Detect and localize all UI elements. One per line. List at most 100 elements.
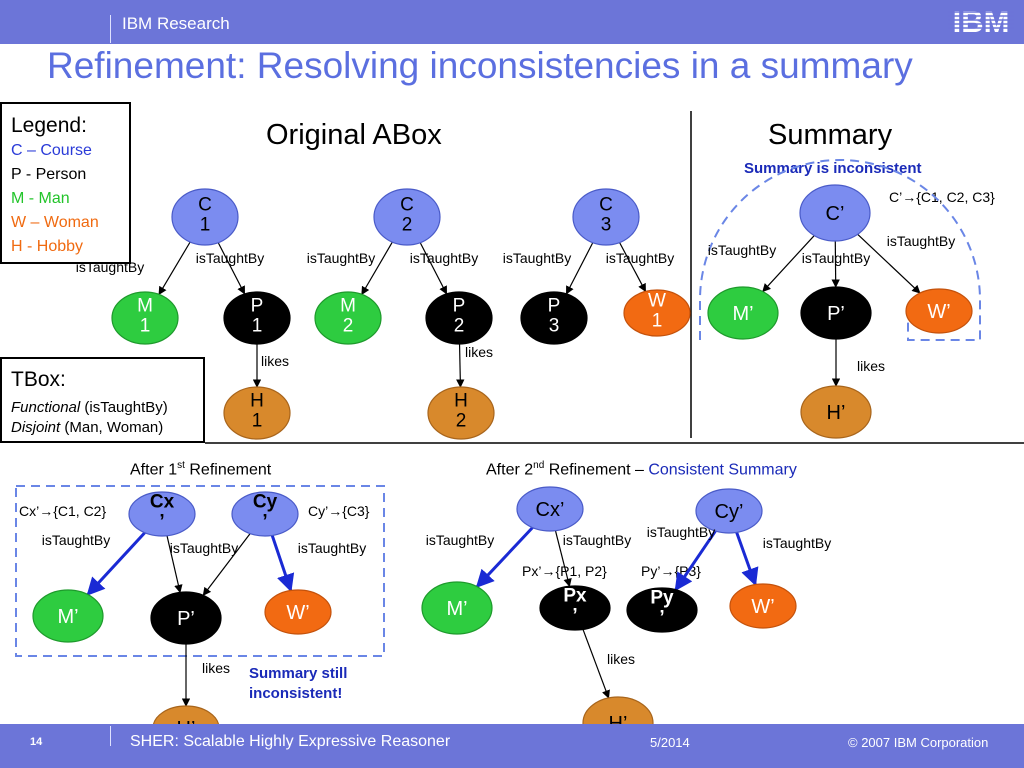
summary-edge-label: isTaughtBy bbox=[708, 242, 776, 258]
refinement2-node-label-cy: Cy’ bbox=[715, 501, 744, 523]
summary-node-label-w: W’ bbox=[927, 301, 950, 323]
slide-title: Refinement: Resolving inconsistencies in… bbox=[47, 45, 913, 86]
refinement2-edge-cy-w bbox=[735, 531, 759, 587]
summary-node-label-m: M’ bbox=[732, 303, 753, 325]
summary-status: Summary is inconsistent bbox=[744, 160, 922, 177]
abox-edge-label: likes bbox=[465, 344, 493, 360]
summary-node-c bbox=[799, 184, 871, 242]
refinement2-node-label-h: H’ bbox=[609, 713, 628, 724]
legend-box: Legend: C – Course P - Person M - Man W – W… bbox=[0, 102, 131, 264]
summary-mapping: C’→{C1, C2, C3} bbox=[889, 189, 995, 205]
abox-edge-label: isTaughtBy bbox=[503, 250, 571, 266]
header-divider bbox=[110, 15, 111, 43]
abox-edge-p2-h2 bbox=[456, 343, 465, 388]
summary-node-label-h: H’ bbox=[827, 402, 846, 424]
summary-edge-c-m bbox=[762, 235, 815, 293]
abox-node-h1 bbox=[223, 386, 291, 440]
refinement1-status: Summary still inconsistent! bbox=[249, 665, 348, 702]
refinement2-edge-label: isTaughtBy bbox=[426, 532, 494, 548]
refinement2-edge-cx-px bbox=[554, 530, 572, 588]
abox-node-p1 bbox=[223, 291, 291, 345]
refinement1-node-cy bbox=[231, 491, 299, 537]
summary-node-p bbox=[800, 286, 872, 340]
refinement2-node-label-m: M’ bbox=[446, 598, 467, 620]
refinement2-node-cy bbox=[695, 488, 763, 534]
refinement2-edge-cx-m bbox=[475, 526, 534, 588]
refinement1-node-h bbox=[152, 705, 220, 724]
refinement2-edge-label: isTaughtBy bbox=[763, 535, 831, 551]
refinement1-map-y: Cy’→{C3} bbox=[308, 503, 370, 519]
abox-node-p2 bbox=[425, 291, 493, 345]
footer-divider bbox=[110, 726, 111, 746]
tbox-heading: TBox: bbox=[11, 368, 66, 391]
refinement1-boundary bbox=[15, 485, 385, 657]
tbox-disjoint-term: Disjoint bbox=[11, 419, 61, 436]
footer-date: 5/2014 bbox=[650, 735, 690, 750]
refinement2-title-accent: Consistent Summary bbox=[648, 461, 797, 479]
refinement2-title-sup: nd bbox=[533, 460, 545, 471]
refinement1-edge-label: isTaughtBy bbox=[298, 540, 366, 556]
refinement1-edge-label: likes bbox=[202, 660, 230, 676]
refinement2-title-pre: After 2 bbox=[486, 461, 534, 479]
abox-node-c2 bbox=[373, 188, 441, 246]
abox-node-w1 bbox=[623, 289, 691, 337]
abox-node-c3 bbox=[572, 188, 640, 246]
refinement2-node-h bbox=[582, 696, 654, 724]
refinement1-edge-label: isTaughtBy bbox=[170, 540, 238, 556]
abox-edge-c3-w1 bbox=[619, 242, 647, 293]
legend-item: P - Person bbox=[11, 166, 87, 183]
abox-edge-label: isTaughtBy bbox=[76, 259, 144, 275]
org-name: IBM Research bbox=[122, 14, 230, 33]
legend-item: W – Woman bbox=[11, 214, 99, 231]
refinement1-node-m bbox=[32, 589, 104, 643]
summary-node-label-c: C’ bbox=[826, 203, 845, 225]
abox-node-m2 bbox=[314, 291, 382, 345]
abox-edge-c3-p3 bbox=[565, 242, 594, 295]
refinement1-node-cx bbox=[128, 491, 196, 537]
abox-node-h2 bbox=[427, 386, 495, 440]
refinement1-node-label-m: M’ bbox=[57, 606, 78, 628]
tbox-disjoint: Disjoint (Man, Woman) bbox=[11, 419, 163, 436]
abox-edge-label: likes bbox=[261, 353, 289, 369]
refinement1-edge-label: isTaughtBy bbox=[42, 532, 110, 548]
summary-edge-c-w bbox=[857, 233, 921, 294]
summary-inconsistency-boundary bbox=[699, 159, 981, 341]
refinement2-node-py bbox=[626, 587, 698, 633]
refinement1-title-post: Refinement bbox=[184, 461, 272, 479]
legend-item: M - Man bbox=[11, 190, 70, 207]
legend-item: C – Course bbox=[11, 142, 92, 159]
refinement2-edge-label: likes bbox=[607, 651, 635, 667]
refinement2-edge-px-h bbox=[582, 629, 610, 699]
refinement2-node-label-px: Px’ bbox=[563, 585, 587, 626]
tbox-box: TBox: Functional (isTaughtBy) Disjoint (… bbox=[0, 357, 205, 443]
legend-item: H - Hobby bbox=[11, 238, 84, 255]
refinement1-edge-cy-w bbox=[270, 534, 295, 593]
abox-edge-label: isTaughtBy bbox=[606, 250, 674, 266]
refinement2-node-px bbox=[539, 585, 611, 631]
refinement1-edge-cx-m bbox=[86, 531, 146, 596]
header-bar bbox=[0, 0, 1024, 44]
edges-layer bbox=[86, 233, 921, 707]
summary-edge-label: likes bbox=[857, 358, 885, 374]
refinement2-node-label-w: W’ bbox=[751, 596, 774, 618]
refinement2-edge-cy-py bbox=[674, 530, 717, 592]
legend-heading: Legend: bbox=[11, 114, 87, 137]
tbox-functional-arg: (isTaughtBy) bbox=[80, 399, 168, 416]
refinement1-title-sup: st bbox=[177, 460, 185, 471]
abox-node-c1 bbox=[171, 188, 239, 246]
refinement2-title-post: Refinement – bbox=[544, 461, 649, 479]
refinement1-node-label-h: H’ bbox=[177, 718, 196, 724]
summary-edge-label: isTaughtBy bbox=[887, 233, 955, 249]
abox-edge-c1-p1 bbox=[217, 242, 246, 295]
tbox-functional-term: Functional bbox=[11, 399, 81, 416]
summary-edge-label: isTaughtBy bbox=[802, 250, 870, 266]
footer-title: SHER: Scalable Highly Expressive Reasone… bbox=[130, 733, 451, 750]
